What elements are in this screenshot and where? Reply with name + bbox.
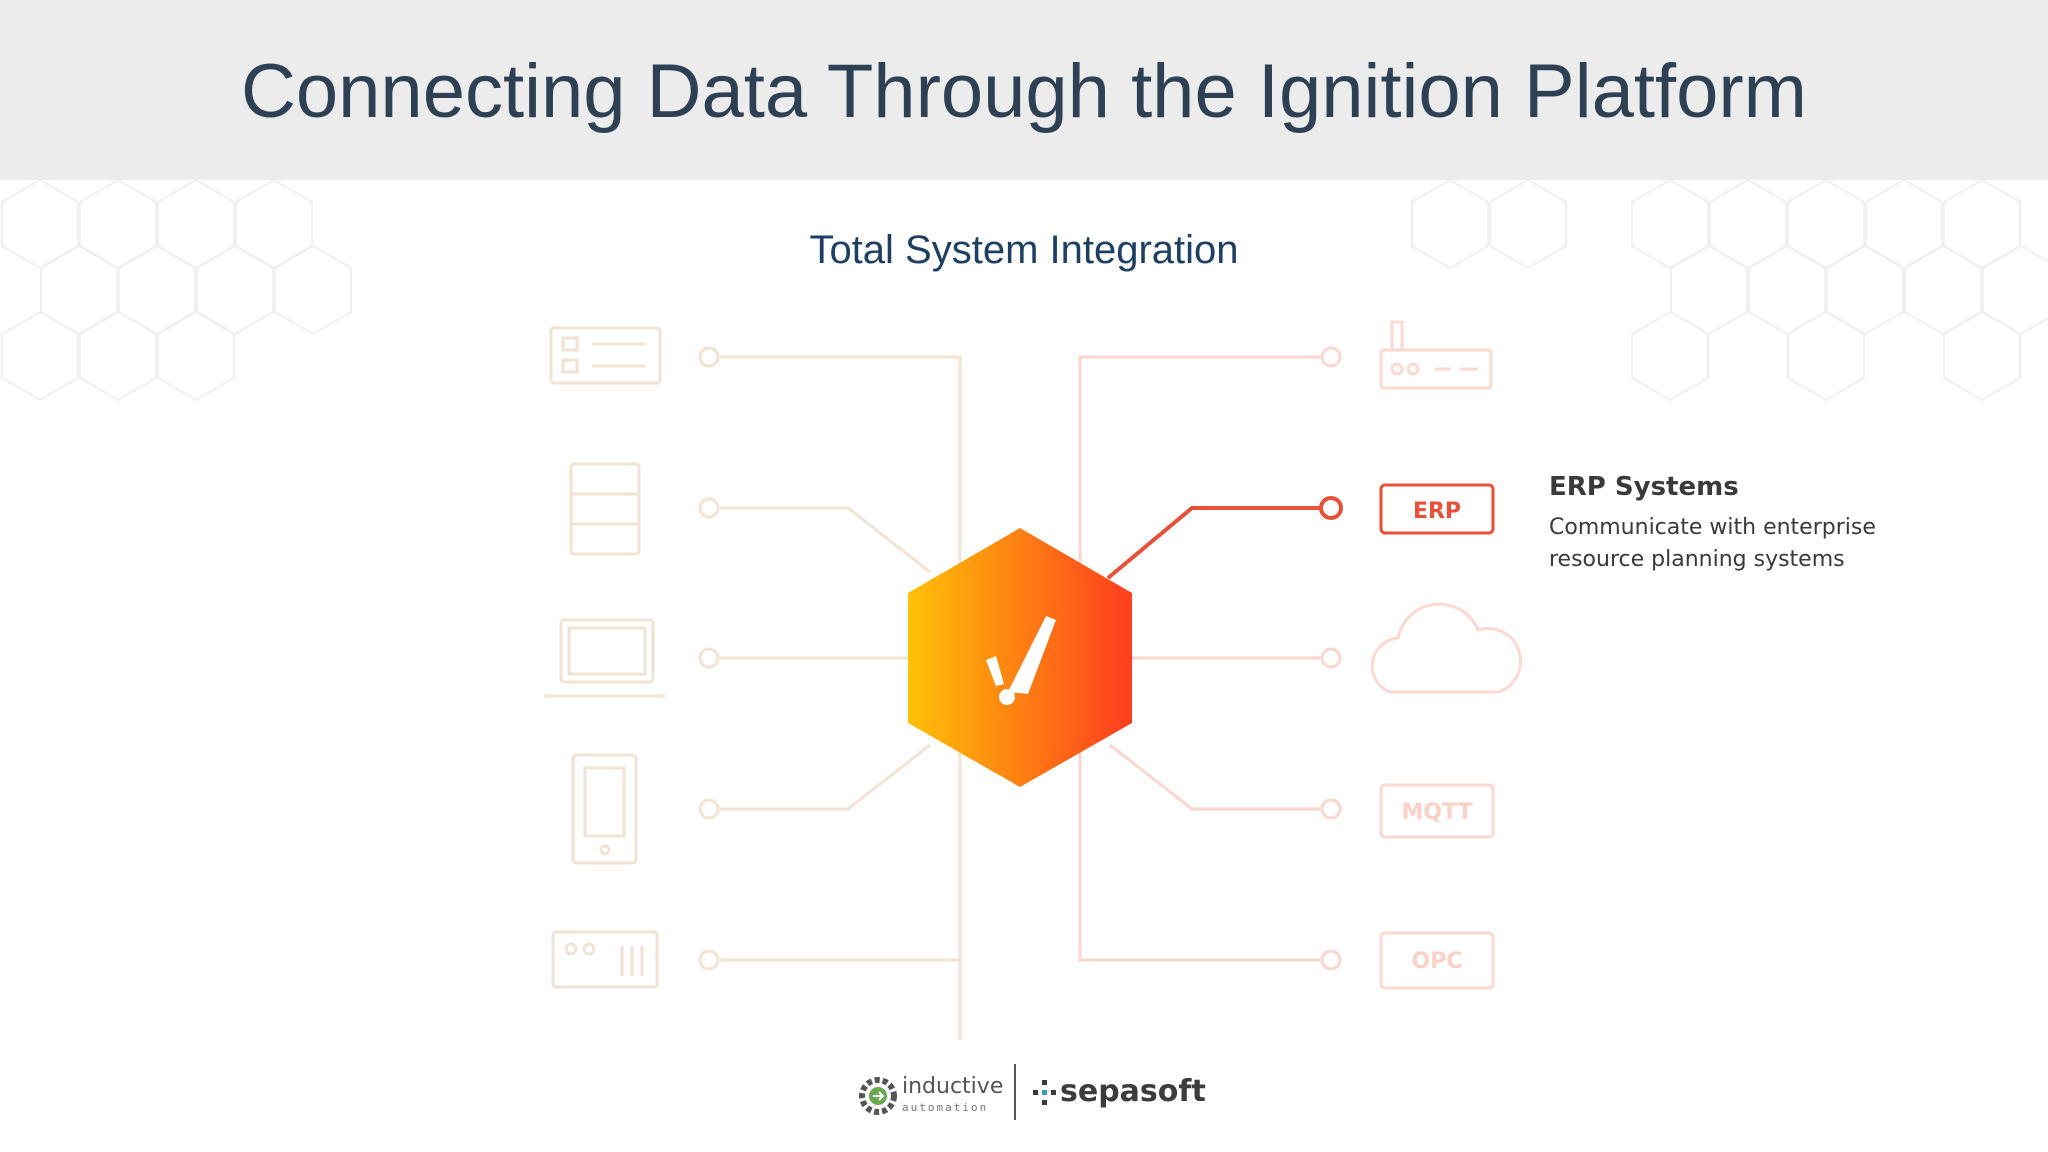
erp-box-label: ERP [1413, 499, 1461, 524]
mqtt-box-label: MQTT [1401, 800, 1472, 825]
left-connectors [720, 355, 962, 1040]
tablet-icon [571, 753, 638, 865]
cloud-icon [1370, 602, 1523, 694]
erp-systems-description: Communicate with enterprise resource pla… [1549, 515, 1876, 572]
left-endpoint-4 [698, 798, 720, 820]
ignition-check-mark [1008, 616, 1056, 694]
right-endpoint-3 [1320, 647, 1342, 669]
router-icon [1379, 320, 1493, 390]
left-endpoint-1 [698, 346, 720, 368]
device-panel-icon [551, 930, 659, 989]
right-endpoint-1 [1320, 346, 1342, 368]
erp-box [1379, 483, 1495, 535]
slide-header: Connecting Data Through the Ignition Pla… [0, 0, 2048, 180]
left-connector-endpoints [698, 346, 720, 971]
slide-title: Connecting Data Through the Ignition Pla… [241, 49, 1807, 134]
opc-box-label: OPC [1412, 949, 1463, 974]
logo-divider [1014, 1064, 1016, 1120]
left-endpoint-2 [698, 497, 720, 519]
left-endpoint-5 [698, 949, 720, 971]
opc-box [1379, 931, 1495, 990]
left-endpoint-3 [698, 647, 720, 669]
right-connector-endpoints [1320, 346, 1342, 971]
erp-systems-title: ERP Systems [1549, 472, 1739, 502]
inductive-automation-name: inductive [902, 1074, 1004, 1099]
ignition-logo-hexagon [908, 528, 1132, 787]
laptop-icon [545, 618, 665, 698]
footer-logos: inductive automation sepasoft [850, 1060, 1230, 1130]
mqtt-box [1379, 783, 1495, 839]
dashboard-icon [549, 326, 662, 385]
sepasoft-dots-icon [1033, 1080, 1056, 1105]
sepasoft-name: sepasoft [1060, 1074, 1206, 1109]
erp-connector [1106, 506, 1320, 580]
inductive-automation-gear-icon [859, 1077, 897, 1115]
right-endpoint-5 [1320, 949, 1342, 971]
inductive-automation-subtitle: automation [902, 1101, 989, 1114]
right-endpoint-4 [1320, 798, 1342, 820]
hexagon-background-pattern [1, 180, 2048, 402]
server-icon [569, 462, 641, 556]
erp-endpoint [1319, 496, 1343, 520]
diagram-subtitle: Total System Integration [809, 228, 1239, 272]
